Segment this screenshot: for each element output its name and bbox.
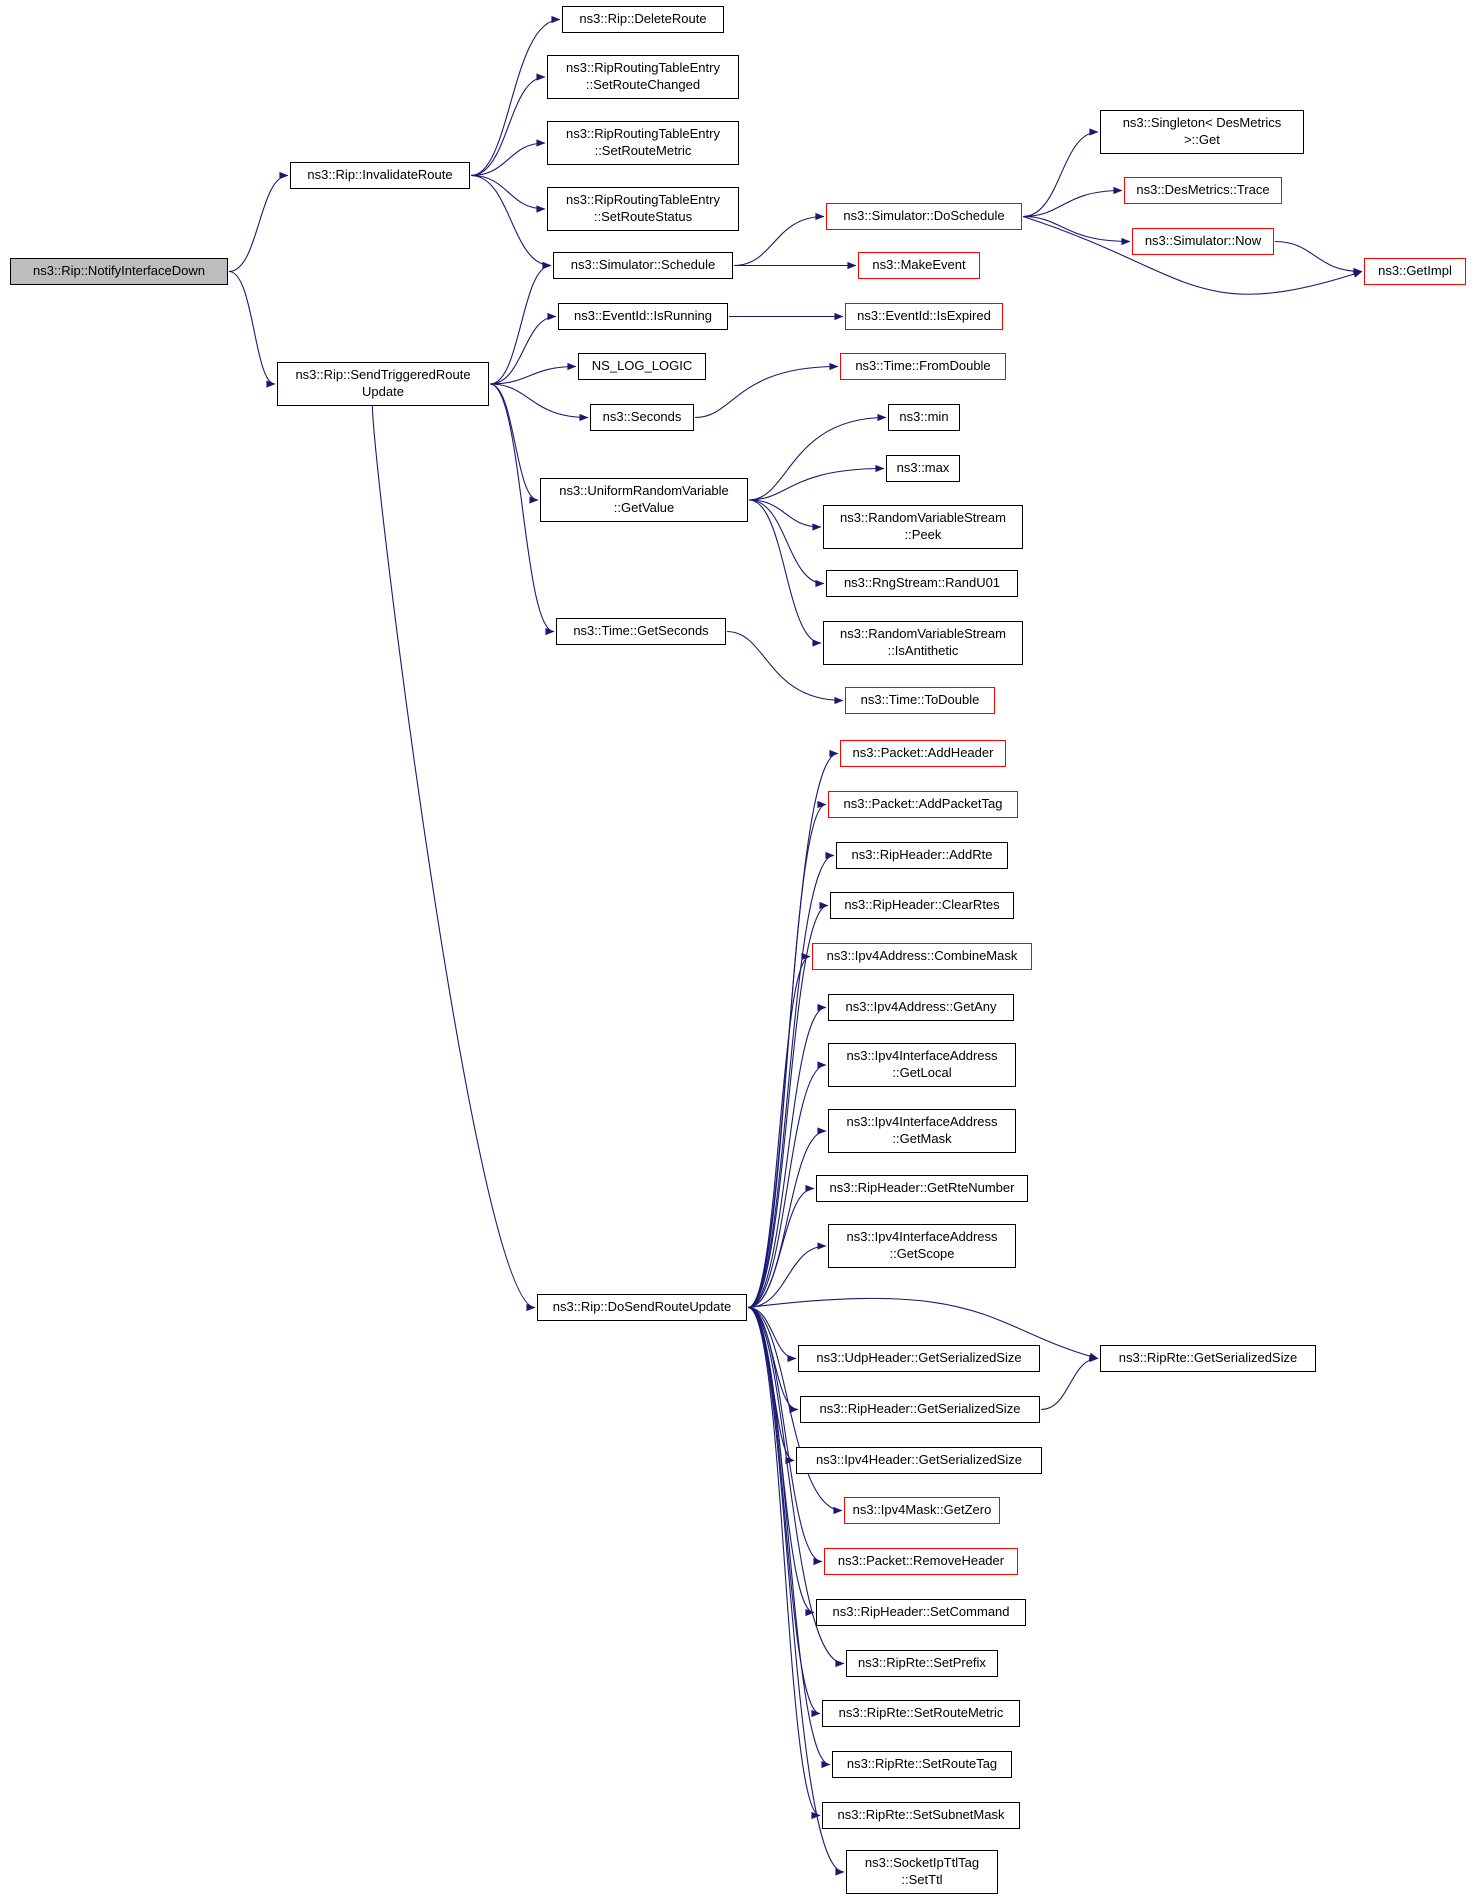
graph-node-trace[interactable]: ns3::DesMetrics::Trace bbox=[1124, 177, 1282, 204]
graph-node-setttl[interactable]: ns3::SocketIpTtlTag ::SetTtl bbox=[846, 1850, 998, 1894]
graph-node-getzero[interactable]: ns3::Ipv4Mask::GetZero bbox=[844, 1497, 1000, 1524]
edge-dosend-to-getlocal bbox=[747, 1061, 827, 1309]
edge-dosend-to-clearrtes bbox=[747, 901, 829, 1309]
graph-node-udpgss[interactable]: ns3::UdpHeader::GetSerializedSize bbox=[798, 1345, 1040, 1372]
edge-invalidate-to-setstatus bbox=[470, 174, 546, 213]
edge-dosend-to-getrtenum bbox=[747, 1184, 815, 1309]
edge-doschedule-to-now bbox=[1022, 215, 1131, 246]
edge-dosend-to-setroutetag bbox=[747, 1306, 831, 1769]
graph-node-setroutetag[interactable]: ns3::RipRte::SetRouteTag bbox=[832, 1751, 1012, 1778]
graph-node-sendtrig[interactable]: ns3::Rip::SendTriggeredRoute Update bbox=[277, 362, 489, 406]
edge-getvalue-to-randu01 bbox=[748, 499, 825, 588]
graph-node-schedule[interactable]: ns3::Simulator::Schedule bbox=[553, 252, 733, 279]
graph-node-isrunning[interactable]: ns3::EventId::IsRunning bbox=[558, 303, 728, 330]
graph-node-addrte[interactable]: ns3::RipHeader::AddRte bbox=[836, 842, 1008, 869]
graph-node-getseconds[interactable]: ns3::Time::GetSeconds bbox=[556, 618, 726, 645]
graph-node-invalidate[interactable]: ns3::Rip::InvalidateRoute bbox=[290, 162, 470, 189]
graph-node-randu01[interactable]: ns3::RngStream::RandU01 bbox=[826, 570, 1018, 597]
edge-dosend-to-getzero bbox=[747, 1306, 843, 1515]
edge-dosend-to-getany bbox=[747, 1003, 827, 1309]
edge-sendtrig-to-getseconds bbox=[489, 383, 555, 636]
edge-invalidate-to-delroute bbox=[470, 15, 561, 177]
graph-node-setroutemetric[interactable]: ns3::RipRte::SetRouteMetric bbox=[822, 1700, 1020, 1727]
edge-invalidate-to-setmetric bbox=[470, 139, 546, 177]
graph-node-addptag[interactable]: ns3::Packet::AddPacketTag bbox=[828, 791, 1018, 818]
graph-node-setprefix[interactable]: ns3::RipRte::SetPrefix bbox=[846, 1650, 998, 1677]
graph-node-peek[interactable]: ns3::RandomVariableStream ::Peek bbox=[823, 505, 1023, 549]
graph-node-fromdouble[interactable]: ns3::Time::FromDouble bbox=[840, 353, 1006, 380]
graph-node-setsubnetmask[interactable]: ns3::RipRte::SetSubnetMask bbox=[822, 1802, 1020, 1829]
edge-invalidate-to-schedule bbox=[470, 174, 552, 270]
edge-sendtrig-to-isrunning bbox=[489, 312, 557, 385]
graph-node-ripgss[interactable]: ns3::RipHeader::GetSerializedSize bbox=[800, 1396, 1040, 1423]
graph-node-getrtenum[interactable]: ns3::RipHeader::GetRteNumber bbox=[816, 1175, 1028, 1202]
edge-dosend-to-udpgss bbox=[747, 1306, 797, 1363]
graph-node-min[interactable]: ns3::min bbox=[888, 404, 960, 431]
graph-node-rtegss[interactable]: ns3::RipRte::GetSerializedSize bbox=[1100, 1345, 1316, 1372]
edge-dosend-to-removeheader bbox=[747, 1306, 823, 1566]
graph-node-getmask[interactable]: ns3::Ipv4InterfaceAddress ::GetMask bbox=[828, 1109, 1016, 1153]
edge-dosend-to-combinemask bbox=[747, 952, 811, 1309]
edge-getvalue-to-min bbox=[748, 413, 887, 501]
edge-dosend-to-setsubnetmask bbox=[747, 1306, 821, 1819]
graph-node-setchanged[interactable]: ns3::RipRoutingTableEntry ::SetRouteChan… bbox=[547, 55, 739, 99]
graph-node-isexpired[interactable]: ns3::EventId::IsExpired bbox=[845, 303, 1003, 330]
graph-node-makeevent[interactable]: ns3::MakeEvent bbox=[858, 252, 980, 279]
edge-sendtrig-to-getvalue bbox=[489, 383, 539, 504]
graph-node-notify: ns3::Rip::NotifyInterfaceDown bbox=[10, 258, 228, 285]
edge-doschedule-to-singleton bbox=[1022, 128, 1099, 218]
graph-node-setcommand[interactable]: ns3::RipHeader::SetCommand bbox=[816, 1599, 1026, 1626]
edge-layer bbox=[228, 15, 1363, 1876]
graph-node-getvalue[interactable]: ns3::UniformRandomVariable ::GetValue bbox=[540, 478, 748, 522]
edge-sendtrig-to-nslog bbox=[489, 362, 577, 385]
graph-node-seconds[interactable]: ns3::Seconds bbox=[590, 404, 694, 431]
edge-dosend-to-setttl bbox=[747, 1306, 845, 1876]
graph-node-getimpl[interactable]: ns3::GetImpl bbox=[1364, 258, 1466, 285]
edge-dosend-to-setprefix bbox=[747, 1306, 845, 1668]
edge-dosend-to-addptag bbox=[747, 801, 827, 1309]
graph-node-removeheader[interactable]: ns3::Packet::RemoveHeader bbox=[824, 1548, 1018, 1575]
edge-invalidate-to-setchanged bbox=[470, 73, 546, 177]
edge-sendtrig-to-dosend bbox=[371, 405, 536, 1311]
edge-doschedule-to-trace bbox=[1022, 186, 1123, 218]
graph-node-setmetric[interactable]: ns3::RipRoutingTableEntry ::SetRouteMetr… bbox=[547, 121, 739, 165]
graph-node-getscope[interactable]: ns3::Ipv4InterfaceAddress ::GetScope bbox=[828, 1224, 1016, 1268]
graph-node-combinemask[interactable]: ns3::Ipv4Address::CombineMask bbox=[812, 943, 1032, 970]
graph-node-dosend[interactable]: ns3::Rip::DoSendRouteUpdate bbox=[537, 1294, 747, 1321]
graph-node-max[interactable]: ns3::max bbox=[886, 455, 960, 482]
edge-schedule-to-doschedule bbox=[733, 212, 825, 267]
edge-doschedule-to-getimpl bbox=[1022, 215, 1363, 295]
graph-node-clearrtes[interactable]: ns3::RipHeader::ClearRtes bbox=[830, 892, 1014, 919]
graph-node-nslog[interactable]: NS_LOG_LOGIC bbox=[578, 353, 706, 380]
graph-node-getlocal[interactable]: ns3::Ipv4InterfaceAddress ::GetLocal bbox=[828, 1043, 1016, 1087]
edge-dosend-to-addrte bbox=[747, 851, 835, 1309]
edge-getvalue-to-max bbox=[748, 464, 885, 501]
edge-sendtrig-to-schedule bbox=[489, 261, 552, 385]
graph-node-now[interactable]: ns3::Simulator::Now bbox=[1132, 228, 1274, 255]
edge-ripgss-to-rtegss bbox=[1040, 1354, 1099, 1411]
edge-dosend-to-rtegss bbox=[747, 1297, 1099, 1360]
graph-node-ipv4gss[interactable]: ns3::Ipv4Header::GetSerializedSize bbox=[796, 1447, 1042, 1474]
graph-node-delroute[interactable]: ns3::Rip::DeleteRoute bbox=[562, 6, 724, 33]
edge-sendtrig-to-seconds bbox=[489, 383, 589, 422]
edge-notify-to-sendtrig bbox=[228, 270, 276, 388]
graph-node-addheader[interactable]: ns3::Packet::AddHeader bbox=[840, 740, 1006, 767]
edge-getseconds-to-todouble bbox=[726, 630, 844, 705]
edge-notify-to-invalidate bbox=[228, 171, 289, 273]
edge-dosend-to-getscope bbox=[747, 1242, 827, 1309]
graph-node-setstatus[interactable]: ns3::RipRoutingTableEntry ::SetRouteStat… bbox=[547, 187, 739, 231]
graph-node-todouble[interactable]: ns3::Time::ToDouble bbox=[845, 687, 995, 714]
graph-node-getany[interactable]: ns3::Ipv4Address::GetAny bbox=[828, 994, 1014, 1021]
graph-node-doschedule[interactable]: ns3::Simulator::DoSchedule bbox=[826, 203, 1022, 230]
graph-node-isanti[interactable]: ns3::RandomVariableStream ::IsAntithetic bbox=[823, 621, 1023, 665]
edge-dosend-to-addheader bbox=[747, 749, 839, 1309]
edge-seconds-to-fromdouble bbox=[694, 362, 839, 419]
edge-getvalue-to-isanti bbox=[748, 499, 822, 647]
edge-getvalue-to-peek bbox=[748, 499, 822, 531]
graph-node-singleton[interactable]: ns3::Singleton< DesMetrics >::Get bbox=[1100, 110, 1304, 154]
edge-now-to-getimpl bbox=[1274, 240, 1363, 276]
